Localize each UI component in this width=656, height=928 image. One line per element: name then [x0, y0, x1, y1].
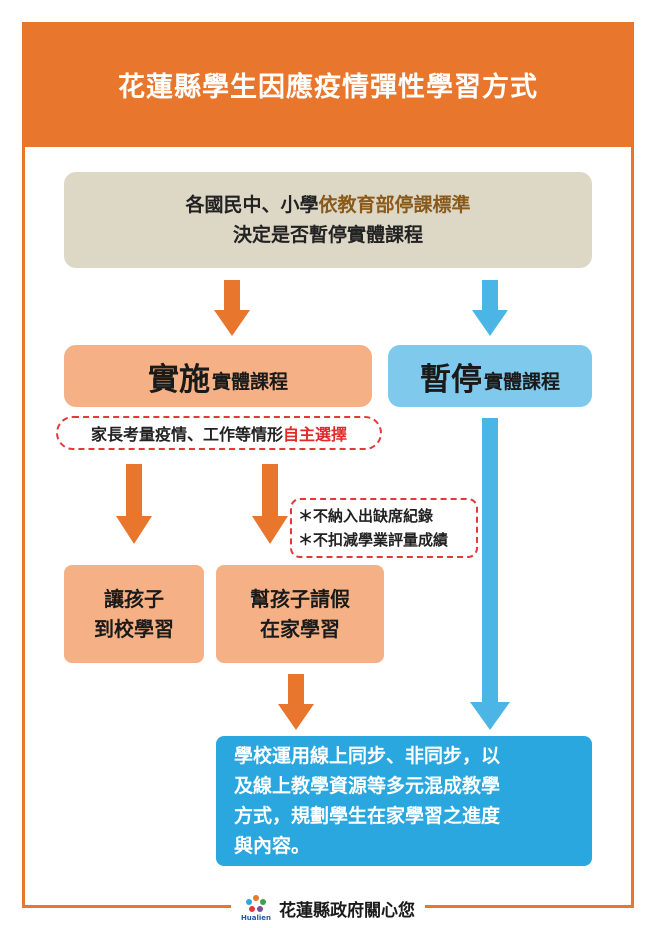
child-home-line2: 在家學習	[260, 617, 340, 641]
criteria-line2: 決定是否暫停實體課程	[232, 224, 423, 246]
child-school-line2: 到校學習	[94, 617, 174, 641]
arrow-to-suspend	[472, 280, 508, 336]
suspend-box: 暫停實體課程	[388, 345, 592, 407]
criteria-highlight: 依教育部停課標準	[318, 194, 471, 216]
arrow-home-to-plan	[278, 674, 314, 730]
child-school-line1: 讓孩子	[104, 587, 164, 611]
parent-choice-box: 家長考量疫情、工作等情形自主選擇	[56, 416, 382, 450]
suspend-small-label: 實體課程	[483, 371, 560, 393]
footer: Hualien 花蓮縣政府關心您	[22, 880, 634, 928]
criteria-box: 各國民中、小學依教育部停課標準 決定是否暫停實體課程	[64, 172, 592, 268]
child-school-box: 讓孩子 到校學習	[64, 565, 204, 663]
child-home-box: 幫孩子請假 在家學習	[216, 565, 384, 663]
implement-big-label: 實施	[147, 361, 210, 398]
suspend-big-label: 暫停	[419, 361, 482, 398]
school-plan-line1: 學校運用線上同步、非同步，以	[234, 745, 501, 767]
arrow-suspend-to-plan	[470, 418, 510, 730]
school-plan-line3: 方式，規劃學生在家學習之進度	[234, 805, 501, 827]
school-plan-box: 學校運用線上同步、非同步，以 及線上教學資源等多元混成教學 方式，規劃學生在家學…	[216, 736, 592, 866]
arrow-to-home	[252, 464, 288, 544]
parent-choice-highlight: 自主選擇	[283, 425, 348, 444]
page-title: 花蓮縣學生因應疫情彈性學習方式	[118, 72, 538, 103]
header-banner: 花蓮縣學生因應疫情彈性學習方式	[22, 22, 634, 147]
implement-small-label: 實體課程	[211, 371, 288, 393]
criteria-line1: 各國民中、小學依教育部停課標準	[185, 190, 470, 220]
parent-choice-prefix: 家長考量疫情、工作等情形	[90, 425, 283, 444]
hualien-logo-icon	[245, 895, 266, 912]
note-line2: ＊不扣減學業評量成績	[298, 531, 449, 549]
implement-box: 實施實體課程	[64, 345, 372, 407]
school-plan-line2: 及線上教學資源等多元混成教學	[234, 775, 501, 797]
footer-inner: Hualien 花蓮縣政府關心您	[230, 894, 426, 922]
note-line1: ＊不納入出缺席紀錄	[298, 507, 434, 525]
criteria-prefix: 各國民中、小學	[185, 194, 319, 216]
hualien-logo: Hualien	[241, 894, 271, 922]
leave-note-box: ＊不納入出缺席紀錄 ＊不扣減學業評量成績	[290, 498, 478, 558]
footer-text: 花蓮縣政府關心您	[279, 900, 416, 921]
arrow-to-implement	[214, 280, 250, 336]
logo-text: Hualien	[240, 914, 272, 922]
arrow-to-school	[116, 464, 152, 544]
child-home-line1: 幫孩子請假	[250, 587, 350, 611]
school-plan-line4: 與內容。	[234, 835, 311, 857]
